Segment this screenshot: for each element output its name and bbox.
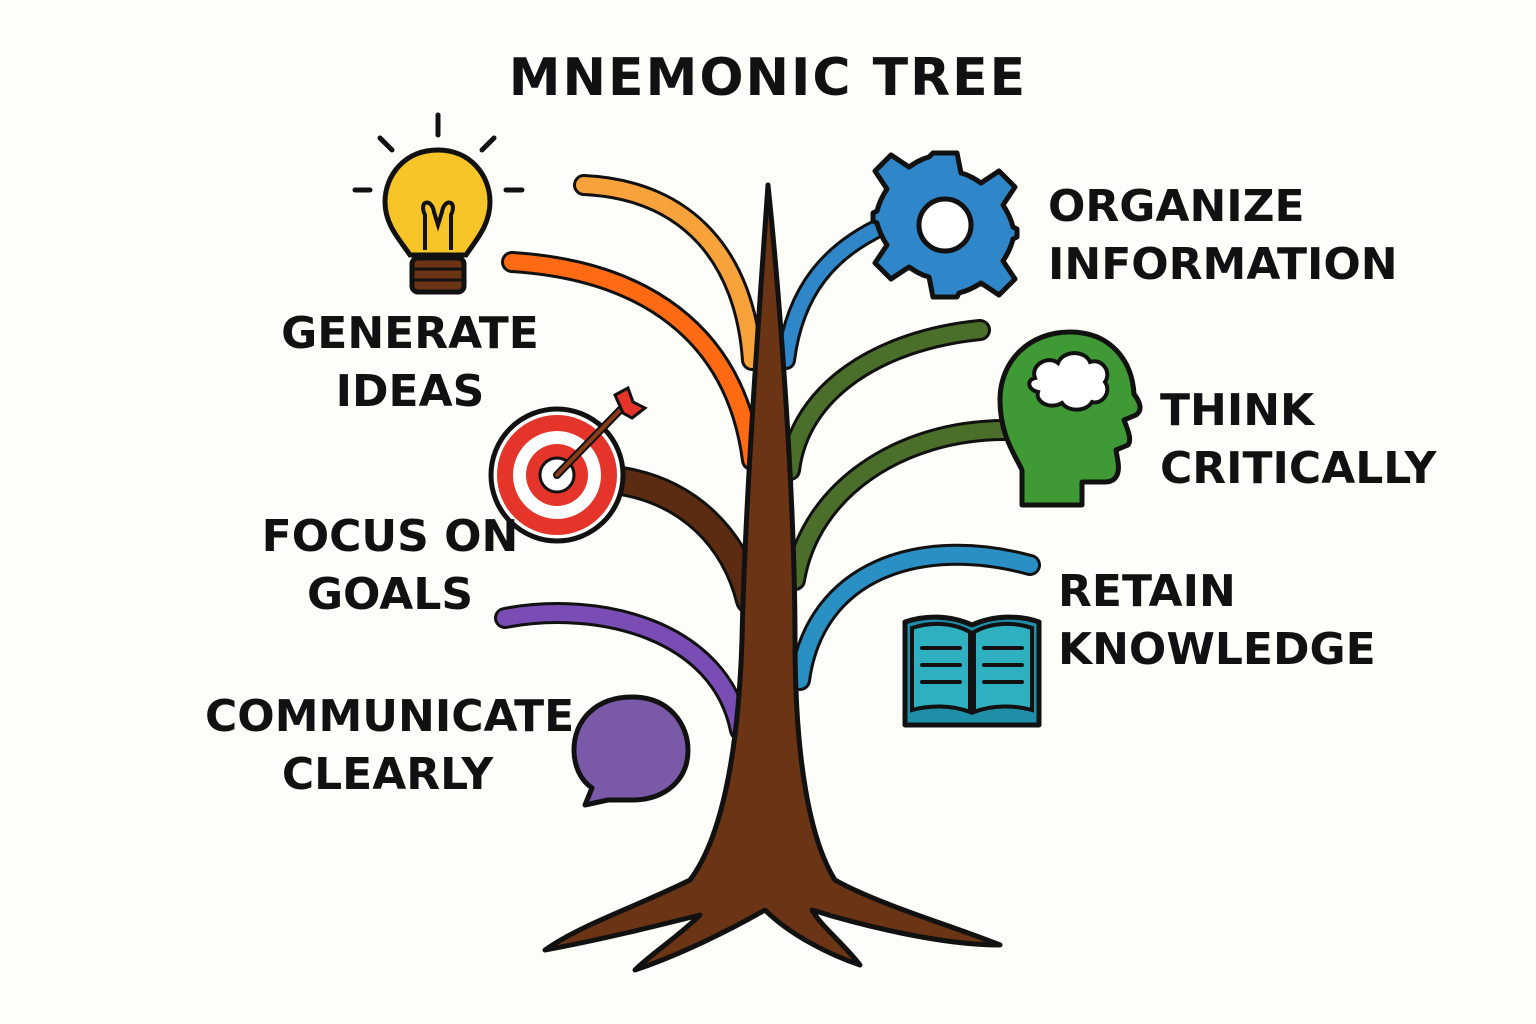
branch-retain-fill	[792, 546, 1038, 688]
label-focus-on-goals: FOCUS ON GOALS	[260, 508, 520, 624]
lightbulb-icon	[352, 112, 525, 295]
branch-communicate-fill	[497, 605, 748, 738]
label-communicate-line1: COMMUNICATE	[205, 691, 575, 742]
head-icon	[997, 329, 1143, 508]
label-focus-line2: GOALS	[306, 569, 474, 620]
label-focus-line1: FOCUS ON	[261, 511, 519, 562]
page-title: MNEMONIC TREE	[508, 48, 1028, 108]
gear-icon	[870, 150, 1020, 300]
label-generate-line1: GENERATE	[281, 308, 539, 359]
branch-organize-fill	[779, 218, 892, 367]
branch-green-upper-fill	[782, 322, 988, 478]
label-think-line2: CRITICALLY	[1160, 443, 1437, 494]
label-communicate-line2: CLEARLY	[281, 749, 494, 800]
label-generate-line2: IDEAS	[335, 366, 485, 417]
label-generate-ideas: GENERATE IDEAS	[280, 305, 540, 421]
label-organize-line1: ORGANIZE	[1048, 181, 1305, 232]
label-organize-information: ORGANIZE INFORMATION	[1048, 178, 1398, 294]
tree-trunk	[542, 182, 1003, 973]
branch-think-fill	[787, 422, 1013, 588]
branch-generate-ideas-fill	[504, 254, 760, 468]
book-icon	[902, 614, 1042, 728]
speech-bubble-icon	[571, 694, 691, 808]
label-communicate-clearly: COMMUNICATE CLEARLY	[205, 688, 575, 804]
label-think-critically: THINK CRITICALLY	[1160, 382, 1436, 498]
label-think-line1: THINK	[1160, 385, 1315, 436]
label-organize-line2: INFORMATION	[1048, 239, 1398, 290]
label-retain-line1: RETAIN	[1058, 566, 1236, 617]
branch-orange-light-fill	[576, 177, 760, 368]
label-retain-line2: KNOWLEDGE	[1058, 624, 1376, 675]
label-retain-knowledge: RETAIN KNOWLEDGE	[1058, 563, 1376, 679]
target-icon	[488, 385, 648, 544]
